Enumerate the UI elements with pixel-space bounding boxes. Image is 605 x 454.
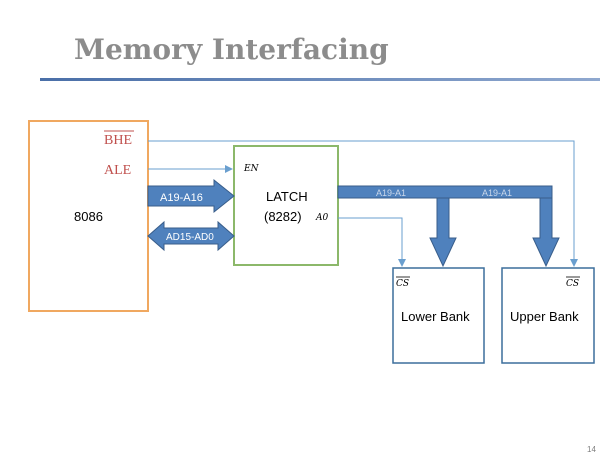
ad15-ad0-label: AD15-AD0 — [166, 232, 214, 243]
ale-label: ALE — [104, 163, 131, 178]
to-lower-bus-label: A19-A1 — [376, 188, 406, 198]
lower-bank-label: Lower Bank — [401, 309, 470, 324]
upper-bank-block — [501, 267, 595, 364]
slide-title: Memory Interfacing — [74, 33, 389, 66]
cpu-label: 8086 — [74, 209, 103, 224]
lower-bank-bus-arrow — [429, 197, 457, 268]
a19-a16-label: A19-A16 — [160, 192, 203, 204]
lower-bank-cs-label: CS — [396, 279, 409, 289]
to-upper-bus-label: A19-A1 — [482, 188, 512, 198]
upper-bank-cs-label: CS — [566, 279, 579, 289]
upper-bank-label: Upper Bank — [510, 309, 579, 324]
upper-bank-bus-arrow — [532, 197, 560, 268]
a0-signal-line — [338, 217, 406, 267]
latch-block — [233, 145, 339, 266]
address-bus-bar — [337, 185, 553, 199]
page-number: 14 — [587, 445, 596, 454]
bhe-label: BHE — [104, 133, 132, 148]
latch-part: (8282) — [264, 209, 302, 224]
cpu-block — [28, 120, 149, 312]
title-rule — [40, 78, 600, 81]
lower-bank-block — [392, 267, 485, 364]
ad15-ad0-bus-arrow — [147, 220, 235, 252]
bhe-signal-line — [148, 140, 578, 267]
latch-name: LATCH — [266, 189, 308, 204]
latch-en-label: EN — [243, 164, 260, 174]
a19-a16-bus-arrow — [147, 178, 235, 214]
latch-a0-label: A0 — [315, 213, 328, 223]
